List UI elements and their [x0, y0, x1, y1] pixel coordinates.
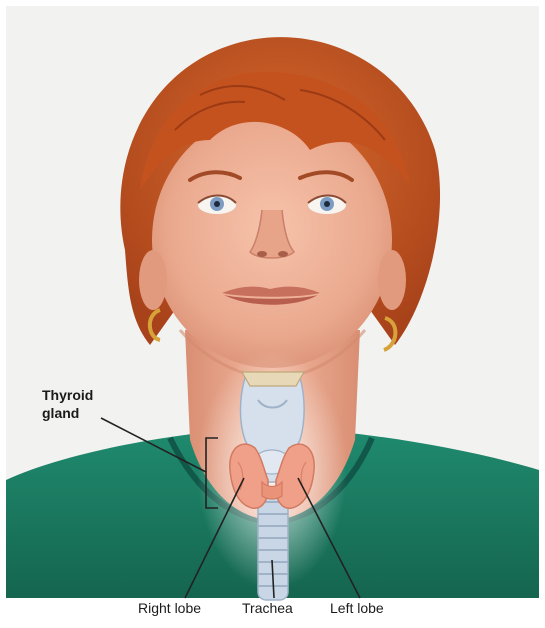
eye-right-pupil: [324, 201, 330, 207]
nostril-right: [278, 251, 288, 257]
eye-left-pupil: [214, 201, 220, 207]
thyroid-label-line1: Thyroid: [42, 387, 93, 403]
left-lobe-label: Left lobe: [330, 600, 384, 616]
thyroid-label-line2: gland: [42, 405, 79, 421]
right-lobe-label: Right lobe: [138, 600, 201, 616]
left-ear: [139, 250, 167, 310]
right-ear: [378, 250, 406, 310]
nostril-left: [257, 251, 267, 257]
trachea-label: Trachea: [242, 600, 293, 616]
